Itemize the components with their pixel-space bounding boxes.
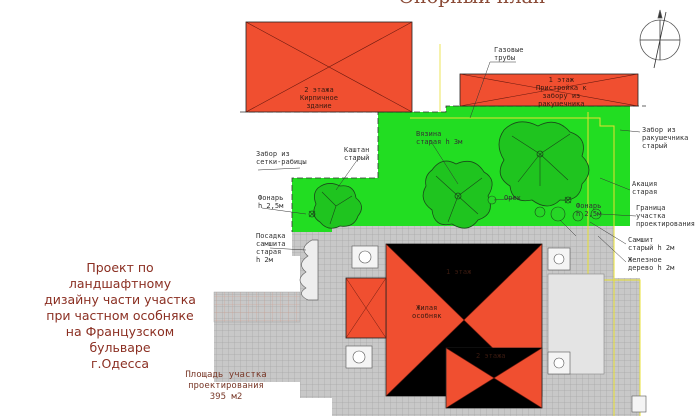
- label-line: Каштан: [344, 146, 370, 154]
- mesh-fence-label: Забор из сетки-рабицы: [256, 150, 307, 166]
- project-line: ландшафтному: [68, 276, 172, 291]
- plan-title: Опорный план: [392, 0, 552, 8]
- site-area-note: Площадь участка проектирования 395 м2: [176, 370, 276, 403]
- label-line: ракушечника: [642, 134, 689, 142]
- label-line: сетки-рабицы: [256, 158, 307, 166]
- boundary-label: Граница участка проектирования: [636, 204, 695, 228]
- acacia-label: Акация старая: [632, 180, 657, 196]
- label-line: здание: [306, 102, 332, 110]
- planter-circles: [352, 250, 565, 369]
- project-line: бульваре: [89, 340, 151, 355]
- project-line: Проект по: [86, 260, 154, 275]
- label-line: h 2м: [256, 256, 273, 264]
- second-floor-label: 2 этажа: [476, 352, 506, 360]
- iron-tree-label: Железное дерево h 2м: [628, 256, 674, 272]
- label-line: старая: [256, 248, 282, 256]
- chestnut-tree: [313, 183, 362, 229]
- annex-label: 1 этаж Пристройка к забору из ракушечник…: [536, 76, 587, 108]
- compass-icon: [639, 9, 681, 69]
- box-hedge: [299, 239, 319, 301]
- acacia-trunk-icon: [536, 150, 544, 158]
- label-line: Пристройка к: [536, 84, 587, 92]
- gas-pipes-label: Газовые трубы: [494, 46, 524, 62]
- stair-left: [213, 291, 301, 323]
- project-line: на Французском: [65, 324, 175, 339]
- label-line: дерево h 2м: [628, 264, 675, 272]
- porch-hatch: [345, 277, 387, 339]
- label-line: Жилая: [416, 304, 438, 312]
- label-line: особняк: [412, 312, 442, 320]
- label-line: 2 этажа: [304, 86, 334, 94]
- shell-fence-label: Забор из ракушечника старый: [642, 126, 688, 150]
- acacia-tree: [498, 121, 590, 207]
- label-line: Самшит: [628, 236, 654, 244]
- project-line: дизайну части участка: [44, 292, 196, 307]
- project-line: при частном особняке: [46, 308, 194, 323]
- area-line: 395 м2: [209, 392, 243, 402]
- elm-trunk-icon: [454, 192, 462, 200]
- lamp-icon: [308, 196, 572, 218]
- label-line: участка: [636, 212, 666, 220]
- label-line: старая: [632, 188, 658, 196]
- boxwood-label: Самшит старый h 2м: [628, 236, 674, 252]
- project-line: г.Одесса: [90, 356, 150, 371]
- walnut-label: Орех: [504, 194, 521, 202]
- label-line: h 2,5м: [258, 202, 284, 210]
- annex-roof: [459, 73, 639, 107]
- label-line: Граница: [636, 204, 666, 212]
- label-line: забору из: [542, 92, 581, 100]
- label-line: 1 этаж: [548, 76, 574, 84]
- label-line: Фонарь: [258, 194, 284, 202]
- label-line: проектирования: [636, 220, 696, 228]
- second-floor-roof: [445, 347, 543, 409]
- label-line: самшита: [256, 240, 286, 248]
- tree-veins: [321, 133, 571, 225]
- brick-building-roof: [245, 21, 413, 113]
- chestnut-label: Каштан старый: [344, 146, 369, 162]
- elm-label: Вязина старая h 3м: [416, 130, 462, 146]
- main-floor-label: 1 этаж: [446, 268, 472, 276]
- label-line: Кирпичное: [300, 94, 338, 102]
- label-line: Посадка: [256, 232, 286, 240]
- label-line: Вязина: [416, 130, 442, 138]
- label-line: ракушечника: [538, 100, 585, 108]
- lamp-left-label: Фонарь h 2,5м: [258, 194, 283, 210]
- mansion-label: Жилая особняк: [412, 304, 442, 320]
- box-planting-label: Посадка самшита старая h 2м: [256, 232, 286, 264]
- brick-building-label: 2 этажа Кирпичное здание: [300, 86, 338, 110]
- label-line: старый: [642, 142, 668, 150]
- label-line: старая h 3м: [416, 138, 463, 146]
- area-line: проектирования: [188, 381, 264, 391]
- label-line: Забор из: [642, 126, 676, 134]
- label-line: Забор из: [256, 150, 290, 158]
- label-line: трубы: [494, 54, 516, 62]
- gas-pipe-line: [410, 117, 615, 416]
- label-line: старый h 2м: [628, 244, 675, 252]
- label-line: Фонарь: [576, 202, 602, 210]
- planter-boxes: [345, 245, 647, 413]
- project-description: Проект по ландшафтному дизайну части уча…: [30, 260, 210, 372]
- label-line: h 2,5м: [576, 210, 602, 218]
- area-line: Площадь участка: [185, 370, 267, 380]
- label-line: Акация: [632, 180, 658, 188]
- label-line: Железное: [628, 256, 662, 264]
- lamp-right-label: Фонарь h 2,5м: [576, 202, 601, 218]
- label-leaders: [257, 61, 641, 263]
- boundary-yellow-line: [587, 112, 641, 416]
- label-line: Газовые: [494, 46, 524, 54]
- label-line: старый: [344, 154, 370, 162]
- small-shrubs: [487, 195, 602, 222]
